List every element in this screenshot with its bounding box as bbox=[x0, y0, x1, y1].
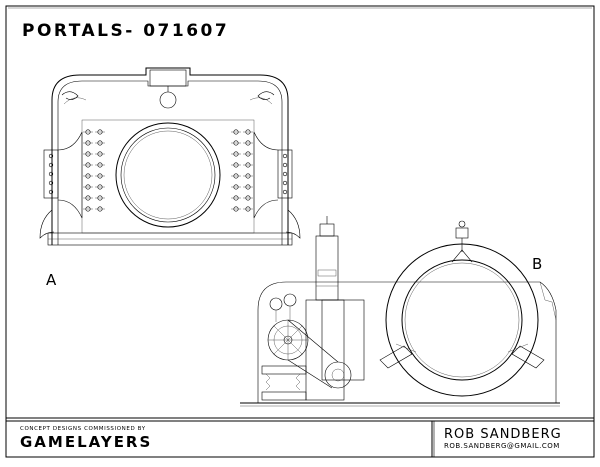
portal-a-drawing bbox=[39, 67, 301, 246]
author-email: ROB.SANDBERG@GMAIL.COM bbox=[444, 442, 560, 450]
rivet-icon bbox=[282, 162, 288, 168]
rivet-icon bbox=[48, 180, 54, 186]
rivet-icon bbox=[48, 162, 54, 168]
author-name: ROB SANDBERG bbox=[444, 427, 562, 442]
rivet-icon bbox=[48, 153, 54, 159]
rivet-icon bbox=[282, 189, 288, 195]
title-block bbox=[6, 417, 594, 457]
rivet-icon bbox=[48, 189, 54, 195]
sheet-title: PORTALS- 071607 bbox=[22, 21, 229, 41]
credit-line: CONCEPT DESIGNS COMMISSIONED BY bbox=[20, 426, 146, 432]
rivet-icon bbox=[282, 153, 288, 159]
rivet-icon bbox=[48, 171, 54, 177]
label-b: B bbox=[532, 255, 542, 273]
rivet-icon bbox=[282, 171, 288, 177]
portal-b-drawing bbox=[240, 216, 560, 407]
client-name: GAMELAYERS bbox=[20, 433, 152, 451]
rivet-icon bbox=[282, 180, 288, 186]
sheet-border bbox=[5, 5, 595, 458]
label-a: A bbox=[46, 271, 57, 289]
